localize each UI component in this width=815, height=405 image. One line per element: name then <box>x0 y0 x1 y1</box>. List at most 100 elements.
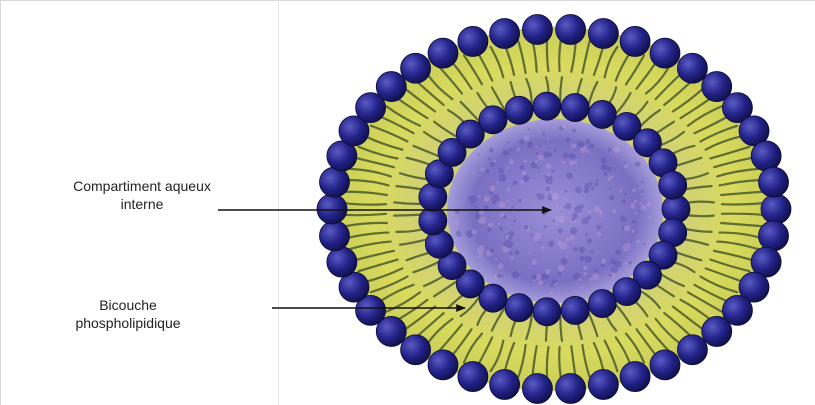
core-speckle <box>493 160 496 163</box>
core-speckle <box>575 187 582 194</box>
core-speckle <box>594 182 598 186</box>
lipid-head <box>505 96 533 124</box>
core-speckle <box>498 222 501 225</box>
core-speckle <box>624 162 626 164</box>
lipid-head <box>317 194 347 224</box>
core-speckle <box>535 160 538 163</box>
lipid-head <box>401 53 431 83</box>
core-speckle <box>497 182 499 184</box>
core-speckle <box>583 272 587 276</box>
core-speckle <box>566 256 568 258</box>
core-speckle <box>601 157 607 163</box>
core-speckle <box>614 167 616 169</box>
core-speckle <box>549 175 552 178</box>
core-speckle <box>490 162 495 167</box>
core-speckle <box>632 220 636 224</box>
core-speckle <box>578 141 584 147</box>
core-speckle <box>506 199 509 202</box>
core-speckle <box>539 241 541 243</box>
label-aqueous-compartment: Compartiment aqueux interne <box>22 177 262 213</box>
core-speckle <box>578 278 581 281</box>
core-speckle <box>492 194 500 202</box>
label-bilayer: Bicouche phospholipidique <box>38 296 218 332</box>
core-speckle <box>477 154 479 156</box>
core-speckle <box>601 259 606 264</box>
core-speckle <box>601 164 608 171</box>
core-speckle <box>609 188 612 191</box>
core-speckle <box>643 243 645 245</box>
core-speckle <box>573 247 578 252</box>
core-speckle <box>498 263 504 269</box>
core-speckle <box>478 253 482 257</box>
lipid-head <box>522 15 552 45</box>
core-speckle <box>545 269 551 275</box>
lipid-head <box>650 350 680 380</box>
core-speckle <box>570 236 574 240</box>
core-speckle <box>600 215 602 217</box>
core-speckle <box>592 274 599 281</box>
core-speckle <box>579 256 584 261</box>
lipid-head <box>620 26 650 56</box>
core-speckle <box>624 225 630 231</box>
core-speckle <box>520 180 524 184</box>
core-speckle <box>628 261 632 265</box>
lipid-head <box>556 15 586 45</box>
core-speckle <box>582 217 589 224</box>
core-speckle <box>564 198 566 200</box>
core-speckle <box>510 252 513 255</box>
core-speckle <box>498 168 504 174</box>
core-speckle <box>532 274 537 279</box>
core-speckle <box>641 204 647 210</box>
core-speckle <box>625 262 627 264</box>
lipid-head <box>428 350 458 380</box>
core-speckle <box>609 195 614 200</box>
core-speckle <box>561 258 568 265</box>
core-speckle <box>634 200 637 203</box>
core-speckle <box>532 259 538 265</box>
core-speckle <box>554 149 557 152</box>
lipid-head <box>677 335 707 365</box>
core-speckle <box>536 152 539 155</box>
core-speckle <box>622 244 630 252</box>
core-speckle <box>489 148 494 153</box>
core-speckle <box>558 272 562 276</box>
core-speckle <box>454 220 459 225</box>
label-bilayer-text: Bicouche phospholipidique <box>75 297 180 331</box>
lipid-head <box>376 72 406 102</box>
core-speckle <box>619 190 622 193</box>
core-speckle <box>481 168 485 172</box>
core-speckle <box>484 196 490 202</box>
core-speckle <box>536 276 540 280</box>
core-speckle <box>508 231 514 237</box>
lipid-head <box>458 26 488 56</box>
core-speckle <box>570 227 577 234</box>
core-speckle <box>535 232 541 238</box>
core-speckle <box>556 217 560 221</box>
lipid-head <box>479 106 507 134</box>
core-speckle <box>507 188 510 191</box>
core-speckle <box>560 242 568 250</box>
core-speckle <box>455 208 460 213</box>
lipid-head <box>490 369 520 399</box>
core-speckle <box>488 222 493 227</box>
lipid-head <box>522 373 552 403</box>
core-speckle <box>589 182 593 186</box>
core-speckle <box>569 160 574 165</box>
core-speckle <box>527 141 533 147</box>
core-speckle <box>611 266 618 273</box>
lipid-head <box>490 19 520 49</box>
lipid-head <box>613 278 641 306</box>
core-speckle <box>536 193 540 197</box>
core-speckle <box>500 213 504 217</box>
core-speckle <box>522 171 527 176</box>
core-speckle <box>533 177 535 179</box>
label-aqueous-text: Compartiment aqueux interne <box>73 178 211 212</box>
core-speckle <box>636 239 640 243</box>
core-speckle <box>558 228 563 233</box>
lipid-head <box>428 38 458 68</box>
lipid-head <box>588 100 616 128</box>
core-speckle <box>647 202 652 207</box>
core-speckle <box>566 172 573 179</box>
core-speckle <box>545 163 551 169</box>
core-speckle <box>499 227 503 231</box>
